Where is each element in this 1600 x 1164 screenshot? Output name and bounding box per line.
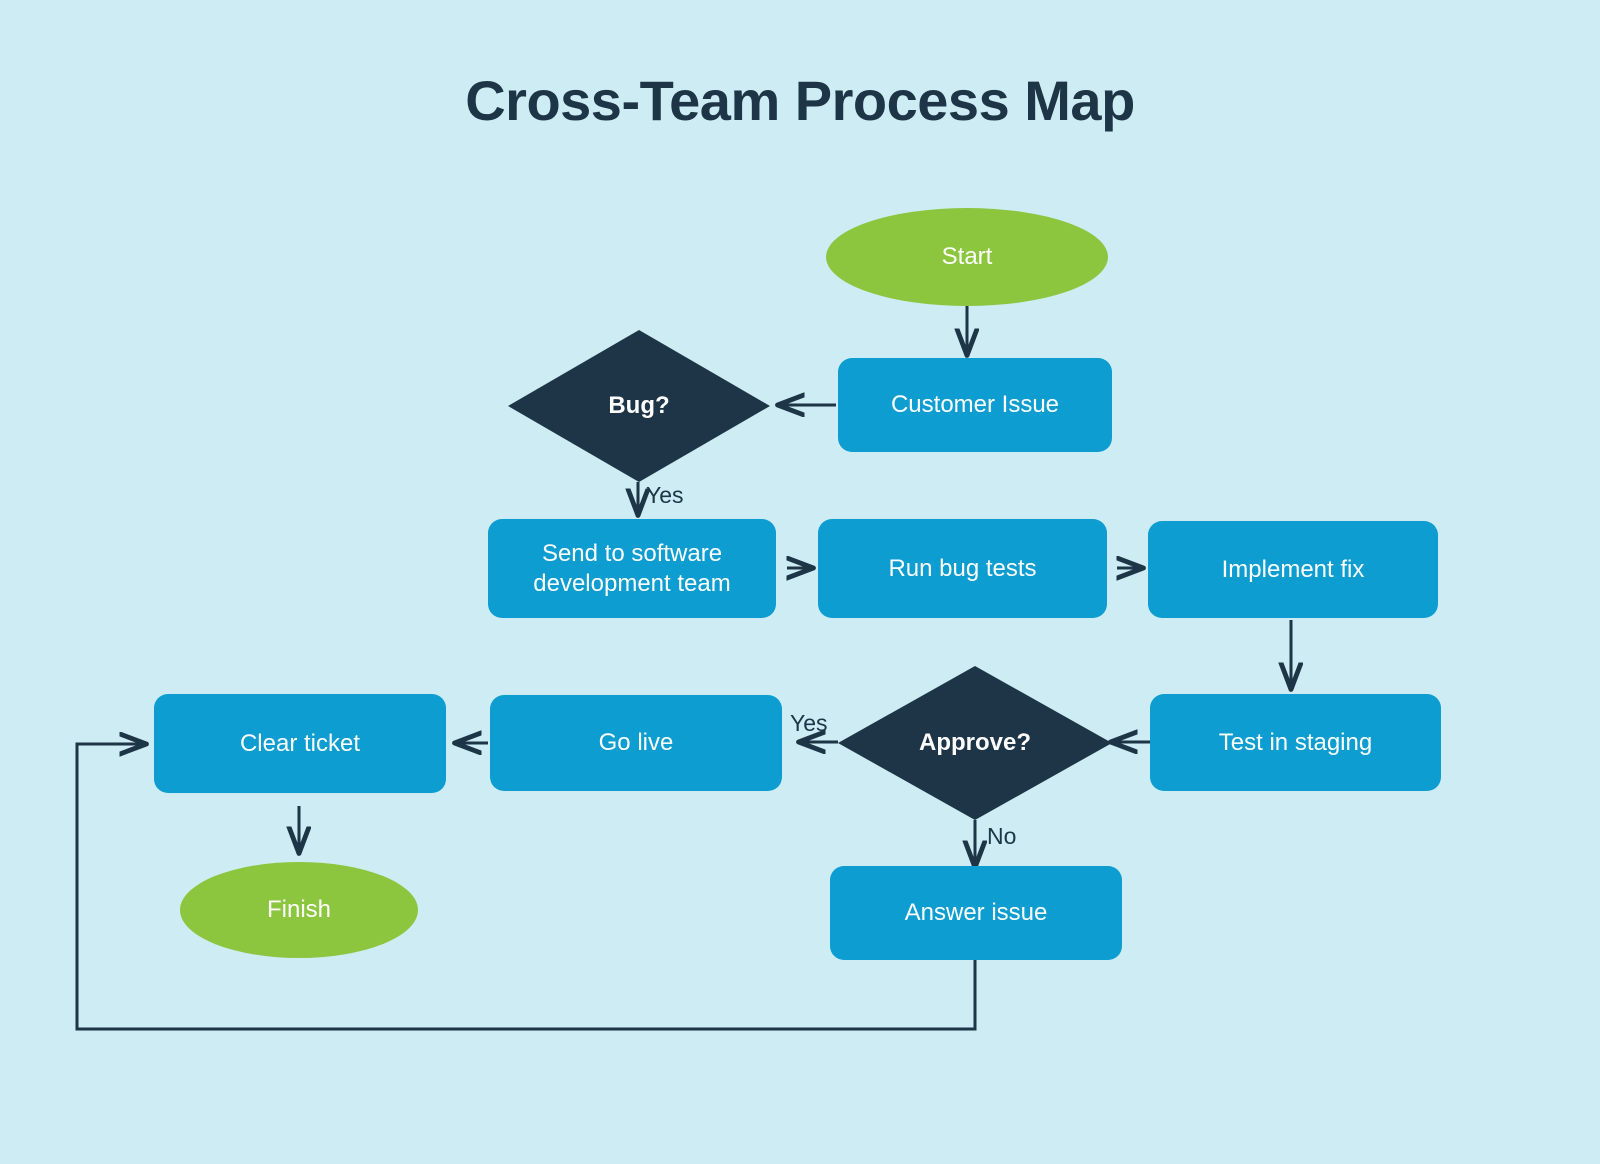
node-approve-decision-label: Approve? bbox=[918, 729, 1031, 756]
node-run-bug-tests[interactable]: Run bug tests bbox=[818, 519, 1107, 618]
node-customer-issue-label: Customer Issue bbox=[890, 391, 1060, 418]
node-start-label: Start bbox=[941, 243, 993, 270]
node-customer-issue[interactable]: Customer Issue bbox=[838, 358, 1112, 452]
page-title: Cross-Team Process Map bbox=[465, 69, 1135, 132]
node-approve-decision[interactable]: Approve? bbox=[838, 666, 1112, 820]
node-finish-label: Finish bbox=[266, 896, 332, 923]
node-bug-decision-label: Bug? bbox=[608, 392, 670, 419]
node-clear-ticket-label: Clear ticket bbox=[239, 729, 361, 757]
node-run-bug-tests-label: Run bug tests bbox=[888, 554, 1037, 582]
node-send-to-dev-team-label-line2: development team bbox=[533, 569, 731, 597]
edge-label-approve-no: No bbox=[987, 823, 1017, 849]
node-send-to-dev-team[interactable]: Send to software development team bbox=[488, 519, 776, 618]
node-test-in-staging-label: Test in staging bbox=[1218, 728, 1373, 756]
edge-label-approve-yes: Yes bbox=[790, 710, 828, 736]
node-go-live[interactable]: Go live bbox=[490, 695, 782, 791]
node-finish[interactable]: Finish bbox=[180, 862, 418, 958]
node-start[interactable]: Start bbox=[826, 208, 1108, 306]
node-answer-issue[interactable]: Answer issue bbox=[830, 866, 1122, 960]
node-implement-fix-label: Implement fix bbox=[1221, 555, 1365, 583]
node-go-live-label: Go live bbox=[598, 729, 674, 756]
node-bug-decision[interactable]: Bug? bbox=[508, 330, 770, 482]
node-answer-issue-label: Answer issue bbox=[904, 899, 1048, 926]
node-implement-fix[interactable]: Implement fix bbox=[1148, 521, 1438, 618]
node-test-in-staging[interactable]: Test in staging bbox=[1150, 694, 1441, 791]
edge-label-bug-yes: Yes bbox=[646, 482, 684, 508]
node-clear-ticket[interactable]: Clear ticket bbox=[154, 694, 446, 793]
node-send-to-dev-team-label-line1: Send to software bbox=[541, 540, 723, 568]
